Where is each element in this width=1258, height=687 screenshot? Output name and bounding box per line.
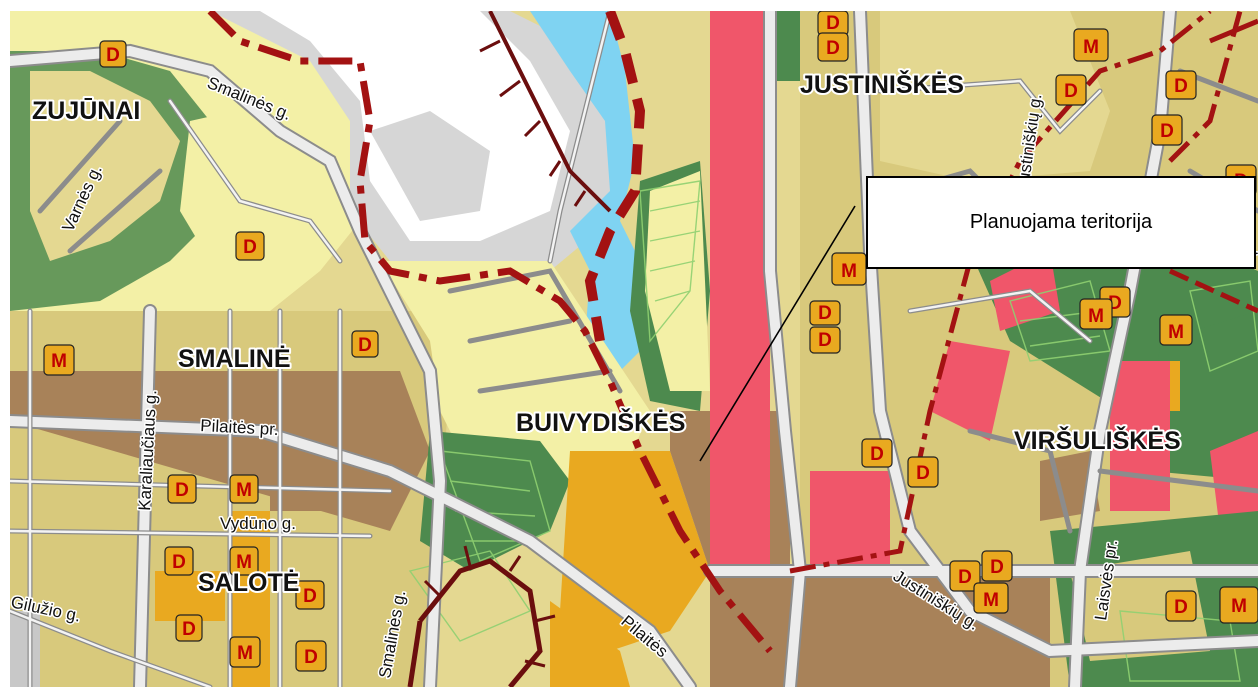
zoning-map[interactable]: D D M D D M D M D D M D D D M D D D D M … <box>10 11 1258 687</box>
svg-text:M: M <box>236 480 252 501</box>
svg-text:D: D <box>172 552 186 573</box>
symbol-d[interactable]: D <box>949 560 981 592</box>
callout-leader-line <box>699 205 856 462</box>
symbol-m[interactable]: M <box>1079 298 1113 330</box>
svg-text:M: M <box>1088 306 1104 327</box>
svg-text:D: D <box>106 45 120 66</box>
svg-text:M: M <box>983 590 999 611</box>
svg-text:D: D <box>304 647 318 668</box>
svg-text:M: M <box>51 351 67 372</box>
symbol-m[interactable]: M <box>229 546 259 576</box>
svg-text:D: D <box>358 335 372 356</box>
street-label-pilaites: Pilaitės pr. <box>200 416 279 439</box>
district-label-buivydiskes: BUIVYDIŠKĖS <box>516 407 685 437</box>
svg-text:D: D <box>826 38 840 59</box>
symbol-d[interactable]: D <box>809 300 841 326</box>
svg-text:D: D <box>182 619 196 640</box>
symbol-d[interactable]: D <box>164 546 194 576</box>
symbol-d[interactable]: D <box>981 550 1013 582</box>
svg-text:M: M <box>236 552 252 573</box>
symbol-d[interactable]: D <box>295 640 327 672</box>
svg-text:D: D <box>1160 121 1174 142</box>
symbol-d[interactable]: D <box>817 11 849 36</box>
svg-text:D: D <box>818 330 832 351</box>
symbol-m[interactable]: M <box>1159 314 1193 346</box>
svg-text:D: D <box>826 13 840 34</box>
symbol-d[interactable]: D <box>295 580 325 610</box>
district-label-smaline: SMALINĖ <box>178 345 291 373</box>
symbol-m[interactable]: M <box>1073 28 1109 62</box>
svg-text:D: D <box>303 586 317 607</box>
svg-text:D: D <box>958 567 972 588</box>
symbol-d[interactable]: D <box>1151 114 1183 146</box>
svg-text:D: D <box>175 480 189 501</box>
svg-text:D: D <box>243 237 257 258</box>
svg-text:D: D <box>818 303 832 324</box>
symbol-d[interactable]: D <box>235 231 265 261</box>
planned-territory-callout: Planuojama teritorija <box>866 176 1256 269</box>
district-label-zujunai: ZUJŪNAI <box>32 97 140 125</box>
symbol-d[interactable]: D <box>175 614 203 642</box>
svg-text:D: D <box>1174 76 1188 97</box>
symbol-m[interactable]: M <box>1219 586 1258 624</box>
district-label-justiniskes: JUSTINIŠKĖS <box>800 69 964 99</box>
symbol-d[interactable]: D <box>907 456 939 488</box>
callout-text: Planuojama teritorija <box>969 211 1153 233</box>
symbol-d[interactable]: D <box>809 326 841 354</box>
svg-text:M: M <box>1168 322 1184 343</box>
svg-text:D: D <box>916 463 930 484</box>
symbol-m[interactable]: M <box>229 474 259 504</box>
svg-text:D: D <box>1064 81 1078 102</box>
symbol-m[interactable]: M <box>973 582 1009 614</box>
svg-text:M: M <box>841 261 857 282</box>
symbol-d[interactable]: D <box>817 32 849 62</box>
svg-text:M: M <box>1083 37 1099 58</box>
svg-text:M: M <box>237 643 253 664</box>
symbol-d[interactable]: D <box>861 438 893 468</box>
district-label-virsuliskes: VIRŠULIŠKĖS <box>1014 425 1181 455</box>
symbol-d[interactable]: D <box>1055 74 1087 106</box>
street-label-vyduno: Vydūno g. <box>220 514 296 533</box>
district-labels: ZUJŪNAI SMALINĖ BUIVYDIŠKĖS SALOTĖ JUSTI… <box>30 67 1183 599</box>
svg-text:D: D <box>870 444 884 465</box>
symbol-m[interactable]: M <box>831 252 867 286</box>
symbol-d[interactable]: D <box>1165 70 1197 100</box>
svg-text:D: D <box>1174 597 1188 618</box>
symbol-d[interactable]: D <box>99 40 127 68</box>
svg-text:D: D <box>990 557 1004 578</box>
symbol-m[interactable]: M <box>229 636 261 668</box>
symbol-d[interactable]: D <box>1165 590 1197 622</box>
district-label-salote: SALOTĖ <box>198 569 299 597</box>
svg-text:M: M <box>1231 596 1247 617</box>
symbol-d[interactable]: D <box>351 330 379 358</box>
symbol-d[interactable]: D <box>167 474 197 504</box>
symbol-m[interactable]: M <box>43 344 75 376</box>
